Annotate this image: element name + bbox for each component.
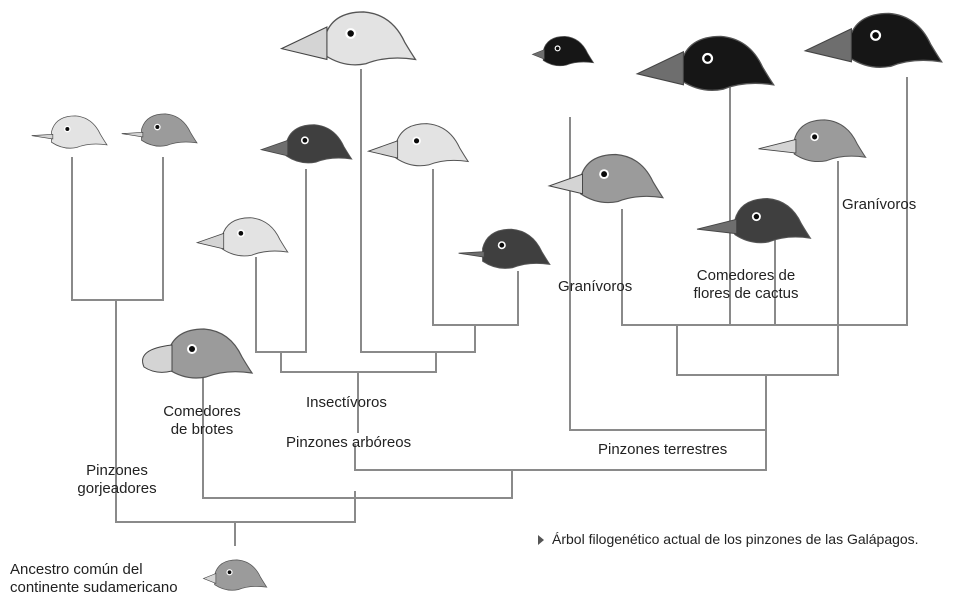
finch-head-icon [122,114,197,146]
label-seed-eaters-right: Granívoros [842,196,916,214]
finch-head-icon [197,218,287,256]
label-ancestor-line-1: Ancestro común del [10,561,178,579]
finch-head-icon [32,116,107,148]
finch-head-icon [368,124,468,166]
finch-head-icon [282,12,416,65]
label-tree-finches: Pinzones arbóreos [286,434,411,452]
label-seed-eaters-left: Granívoros [558,278,632,296]
label-ancestor: Ancestro común del continente sudamerica… [10,561,178,597]
label-ground-finches: Pinzones terrestres [598,441,727,459]
label-ancestor-line-2: continente sudamericano [10,579,178,597]
finch-head-icon [549,155,663,203]
label-bud-eaters-line-2: de brotes [152,421,252,439]
label-bud-eaters-line-1: Comedores [152,403,252,421]
label-cactus-line-2: flores de cactus [676,285,816,303]
label-insectivores: Insectívoros [306,394,387,412]
caption-bullet-icon [538,535,544,545]
figure-caption: Árbol filogenético actual de los pinzone… [538,530,919,548]
caption-text: Árbol filogenético actual de los pinzone… [552,531,919,547]
label-warbler-finches: Pinzones gorjeadores [72,462,162,498]
label-warbler-finches-line-2: gorjeadores [72,480,162,498]
finch-head-icon [805,13,941,67]
label-warbler-finches-line-1: Pinzones [72,462,162,480]
finch-head-icon [532,36,593,65]
finch-head-icon [459,229,550,268]
label-bud-eaters: Comedores de brotes [152,403,252,439]
finch-head-icon [143,329,252,378]
label-cactus-flower-eaters: Comedores de flores de cactus [676,267,816,303]
finch-head-icon [637,36,773,90]
finch-head-icon [697,199,810,243]
finch-head-icon [203,560,266,590]
finch-head-icon [759,120,866,162]
label-cactus-line-1: Comedores de [676,267,816,285]
finch-head-icon [261,125,351,163]
